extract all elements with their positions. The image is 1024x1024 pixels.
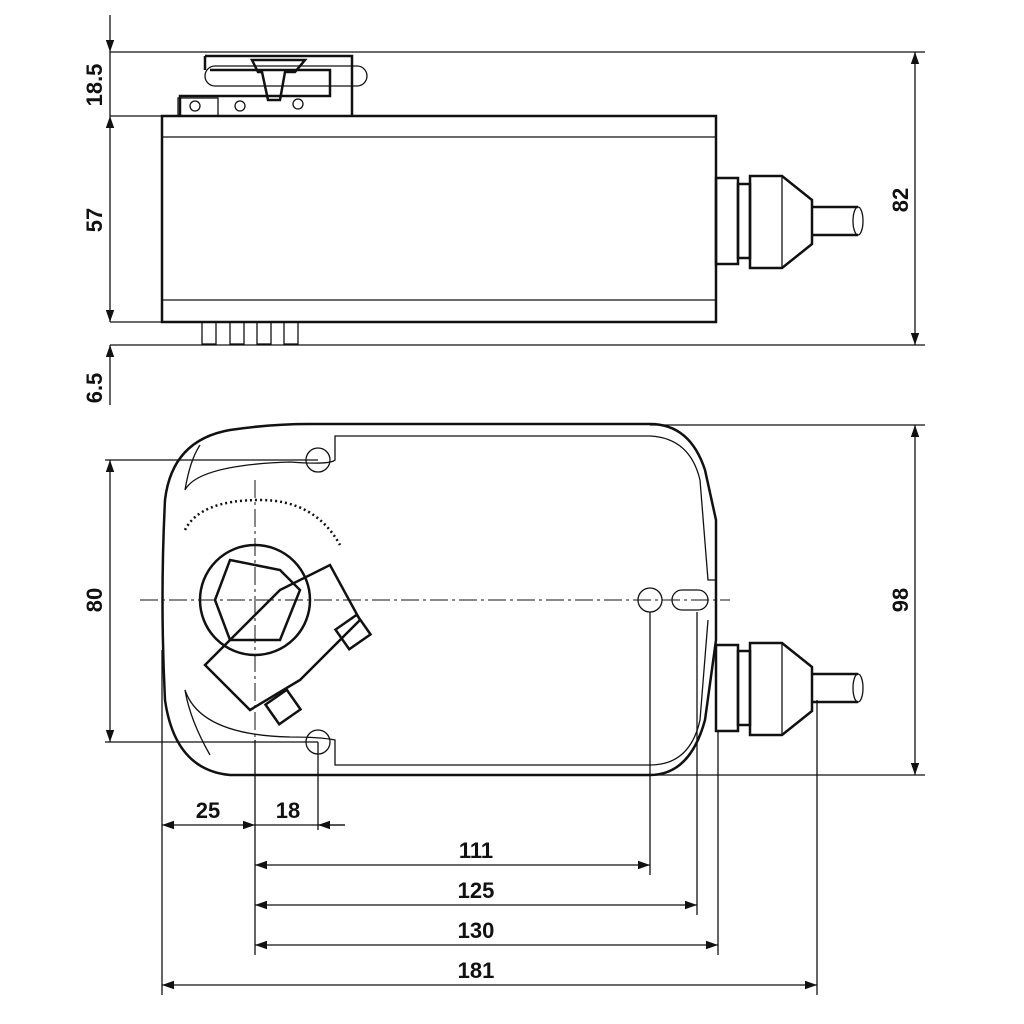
dim-axis-to-body-end: 125 xyxy=(458,878,495,903)
feet xyxy=(201,321,299,345)
mounting-bracket xyxy=(177,54,368,117)
dim-hole-spacing: 80 xyxy=(82,588,107,612)
dim-axis-to-slot: 111 xyxy=(459,838,493,863)
cable-gland-plan xyxy=(714,641,864,737)
dim-total-length: 181 xyxy=(458,958,495,983)
dim-axis-to-gland: 130 xyxy=(458,918,495,943)
plan-view: 80 98 25 18 111 125 130 181 xyxy=(82,422,925,995)
actuator-body-side xyxy=(160,114,718,324)
dim-feet-height: 6.5 xyxy=(82,373,107,404)
dim-total-height: 82 xyxy=(888,188,913,212)
dim-bracket-height: 18.5 xyxy=(82,64,107,107)
dim-edge-to-axis: 25 xyxy=(196,798,220,823)
dim-total-width: 98 xyxy=(888,588,913,612)
dim-body-height: 57 xyxy=(82,208,107,232)
angle-scale xyxy=(183,498,342,546)
dim-axis-to-hole: 18 xyxy=(276,798,300,823)
cable-gland-side xyxy=(714,174,864,270)
side-view: 18.5 57 6.5 82 xyxy=(82,15,925,405)
clamp xyxy=(198,543,373,727)
